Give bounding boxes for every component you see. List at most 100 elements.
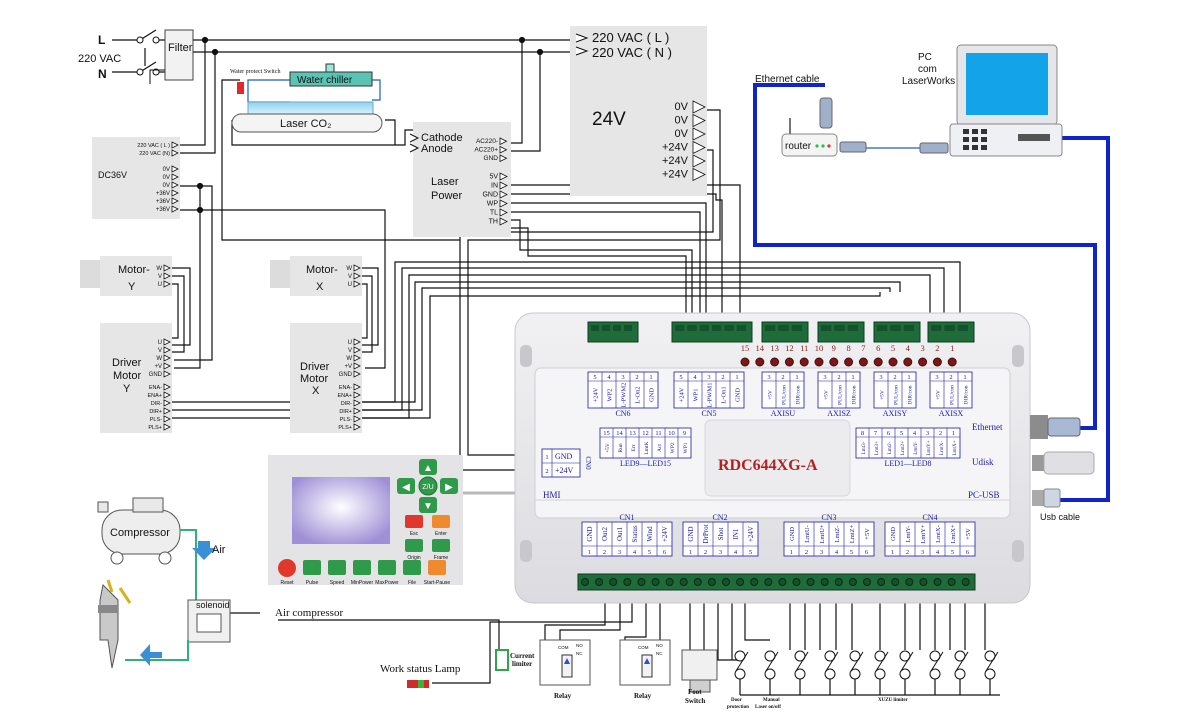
hmi-reset-button[interactable]: [278, 559, 296, 577]
hmi-key-label: Frame: [434, 555, 449, 561]
limit-switch-contact: [794, 668, 806, 680]
cn1-pin-label: Wind: [646, 526, 654, 542]
driver-x-power-pin-terminal: [353, 346, 361, 354]
axis-pin-number: 3: [823, 374, 826, 381]
relay-com-label: COM: [558, 645, 569, 650]
cn2-pin-label: Shot: [717, 528, 725, 541]
dc36-ac-terminal: [171, 141, 179, 149]
door-protection-label-1: Door: [731, 698, 743, 703]
limit-switch-lever: [985, 651, 999, 672]
limit-switch-contact: [899, 668, 911, 680]
led1-8-pin-label: Lmt2+: [900, 441, 906, 455]
dc36v-ac-pins: 220 VAC ( L )220 VAC (N): [137, 141, 179, 157]
network-cables: [753, 83, 1110, 502]
driver-y-power-pin-terminal: [163, 354, 171, 362]
hmi-button[interactable]: [353, 560, 371, 575]
bottom-connector-screw: [707, 578, 716, 586]
top-connector-pin: [724, 325, 734, 331]
led9-15-pin-number: 15: [603, 430, 610, 437]
driver-y-power-pin-terminal: [163, 370, 171, 378]
driver-y-signal-pin-terminal: [163, 391, 171, 399]
psu-24v-label: 24V: [592, 109, 626, 130]
hmi-key[interactable]: [405, 539, 423, 552]
driver-y-label-3: Y: [123, 383, 131, 395]
air-flow-arrow-icon: [192, 541, 216, 560]
hmi-arrow-key[interactable]: [419, 497, 437, 513]
hmi-key[interactable]: [432, 515, 450, 528]
hmi-port-label: HMI: [543, 490, 561, 500]
dc36-pin-label: 0V: [163, 175, 170, 181]
driver-x-power-pin-label: GND: [339, 372, 353, 378]
hmi-arrow-key[interactable]: [397, 478, 415, 494]
led-indicator: [755, 357, 765, 367]
laser-power-label-1: Laser: [431, 176, 459, 188]
hmi-button[interactable]: [378, 560, 396, 575]
axis-block: [817, 371, 861, 409]
bottom-connector-screw: [750, 578, 759, 586]
driver-x-power-pin-terminal: [353, 354, 361, 362]
bottom-connector-screw: [877, 578, 886, 586]
dc36-pin-label: +36V: [156, 191, 170, 197]
laser-power-ac-terminal: [499, 137, 508, 146]
current-limiter: [495, 649, 509, 671]
hmi-arrow-key[interactable]: [419, 459, 437, 475]
psu-output-label: 0V: [675, 101, 689, 113]
bottom-connector-screw: [693, 578, 702, 586]
hmi-key[interactable]: [405, 515, 423, 528]
cn0-pin-number: 1: [545, 454, 548, 461]
hmi-arrow-key[interactable]: [440, 478, 458, 494]
hmi-button[interactable]: [328, 560, 346, 575]
solenoid-label: solenoid: [196, 600, 230, 610]
driver-y-power-pin-label: GND: [149, 372, 163, 378]
limit-switch-contact: [984, 668, 996, 680]
limit-switch-contact: [874, 668, 886, 680]
ethernet-port[interactable]: [1030, 415, 1048, 439]
led1-8-pin-number: 2: [939, 430, 942, 437]
cn6-pin-number: 5: [593, 374, 596, 381]
cn5-title: CN5: [701, 409, 716, 418]
top-connector-pin: [591, 325, 599, 331]
usb-cable-line: [1060, 136, 1110, 502]
psu-output-terminal: [692, 113, 706, 128]
axis-pin-label: +5V: [768, 390, 774, 400]
mains-input: L N 220 VAC Filter: [78, 29, 194, 84]
cn2-pin-number: 5: [749, 549, 752, 556]
laser-power-ctrl-terminal: [499, 190, 508, 199]
cn1-pin-label: +24V: [661, 526, 669, 542]
driver-y-signal-pin-terminal: [163, 383, 171, 391]
cn4-pin-label: GND: [890, 527, 897, 541]
psu-output-terminal: [692, 140, 706, 155]
air-outlet-arrow-icon: [140, 644, 162, 666]
hmi-button[interactable]: [428, 560, 446, 575]
driver-y-power-pin-terminal: [163, 338, 171, 346]
hmi-button[interactable]: [403, 560, 421, 575]
udisk-port[interactable]: [1032, 455, 1044, 471]
limit-switch-contact: [849, 668, 861, 680]
cn5-pin-number: 1: [735, 374, 738, 381]
led-number: 10: [815, 343, 824, 353]
hmi-key[interactable]: [432, 539, 450, 552]
hmi-button[interactable]: [303, 560, 321, 575]
driver-x-signal-pin-label: ENA-: [339, 385, 352, 391]
cn4-pin-label: LmtX+: [950, 524, 957, 544]
pcusb-port[interactable]: [1032, 490, 1046, 506]
cn6-pin-label: WP2: [607, 389, 614, 402]
axis-pin-label: DIR/con: [796, 385, 802, 404]
motor-y-pin-label: U: [158, 282, 162, 288]
bottom-connector-screw: [609, 578, 618, 586]
cn6-pin-label: GND: [649, 388, 656, 402]
cn1-pin-number: 6: [663, 549, 667, 556]
dc36-pin-label: 0V: [163, 167, 170, 173]
top-connector-pin: [834, 325, 845, 331]
relay-diode-icon: [644, 658, 650, 664]
bottom-connector-screw: [848, 578, 857, 586]
hmi-center-key[interactable]: [418, 476, 438, 496]
water-protect-switch: [237, 82, 244, 94]
current-limiter-label-2: limiter: [512, 660, 532, 668]
led1-8-pin-number: 1: [952, 430, 955, 437]
cn5-pin-number: 5: [679, 374, 682, 381]
top-connector-pin: [624, 325, 632, 331]
driver-y-signal-pin-label: PLS-: [150, 417, 162, 423]
bottom-connector-screw: [919, 578, 928, 586]
